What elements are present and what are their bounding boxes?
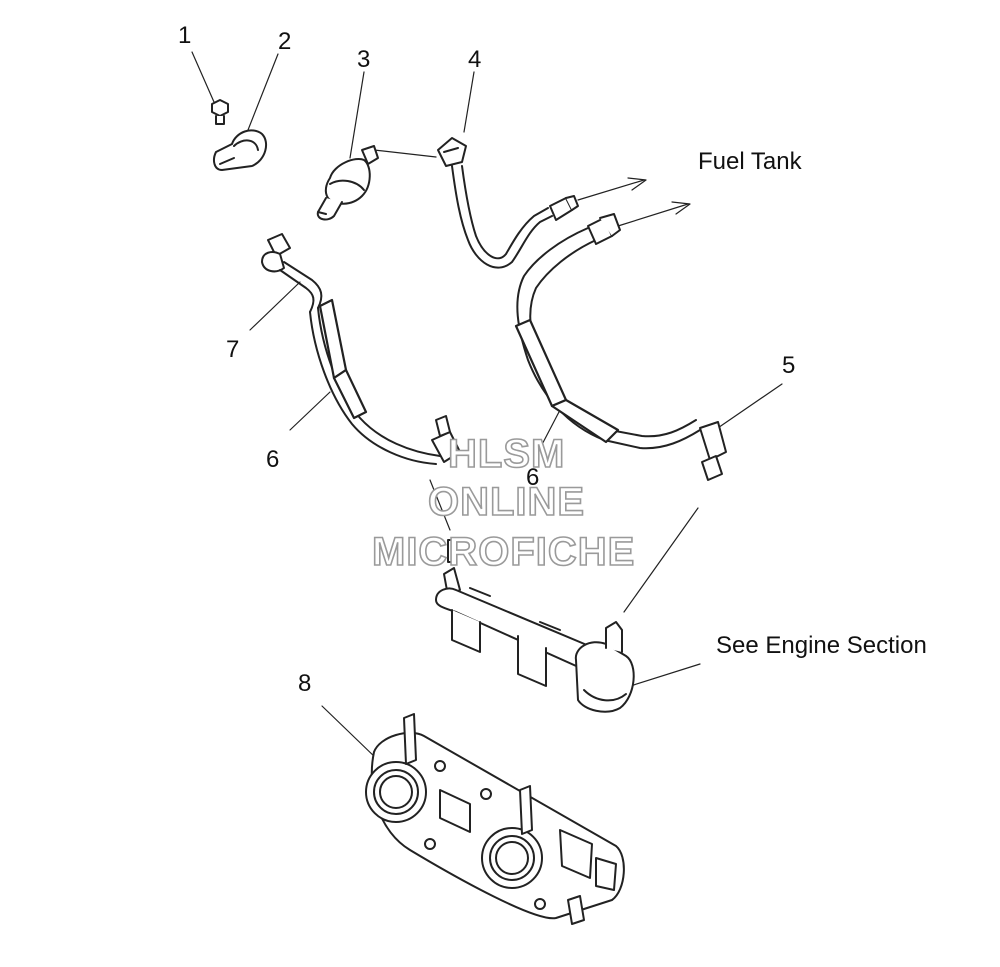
callout-5: 5 [782, 352, 796, 379]
callout-7: 7 [226, 336, 240, 363]
watermark-line-3: MICROFICHE [371, 530, 636, 574]
leader-7 [249, 281, 301, 331]
part-1-screw [211, 99, 229, 125]
leader-lines [191, 51, 783, 761]
callout-8: 8 [298, 670, 312, 697]
leader-3b [373, 149, 437, 158]
part-8-throttle-body [365, 713, 625, 925]
leader-8 [321, 705, 379, 761]
part-6-hose-right [514, 213, 701, 450]
part-2-clamp [213, 129, 268, 171]
arrow-lower-head [671, 201, 691, 215]
part-3-fuel-filter [316, 145, 379, 221]
callout-2: 2 [278, 28, 292, 55]
watermark-line-2: ONLINE [427, 480, 586, 524]
arrow-upper-shaft [577, 179, 645, 201]
leader-1 [191, 51, 215, 103]
part-5-connector [699, 421, 727, 481]
callout-3: 3 [357, 46, 371, 73]
watermark-line-1: HLSM [447, 432, 566, 476]
leader-2 [247, 53, 279, 131]
arrow-lower-shaft [617, 203, 689, 227]
callout-6-left: 6 [266, 446, 280, 473]
part-7-hose-fitting [261, 233, 323, 313]
part-4-fuel-line [437, 137, 579, 269]
leader-rail-left [429, 479, 451, 531]
fuel-tank-arrows [577, 177, 691, 227]
leader-engine [623, 663, 701, 689]
leader-3 [349, 71, 365, 159]
part-6-hose-left [309, 298, 461, 465]
leader-5 [711, 383, 783, 433]
fuel-rail [435, 539, 635, 713]
note-see-engine-section: See Engine Section [716, 632, 927, 659]
leader-rail-inlet [623, 507, 699, 613]
note-fuel-tank: Fuel Tank [698, 148, 802, 175]
callout-1: 1 [178, 22, 192, 49]
leader-6b [535, 409, 561, 457]
leader-4 [463, 71, 475, 133]
arrow-upper-head [627, 177, 647, 191]
callout-4: 4 [468, 46, 482, 73]
callout-6-right: 6 [526, 464, 540, 491]
leader-6a [289, 391, 331, 431]
